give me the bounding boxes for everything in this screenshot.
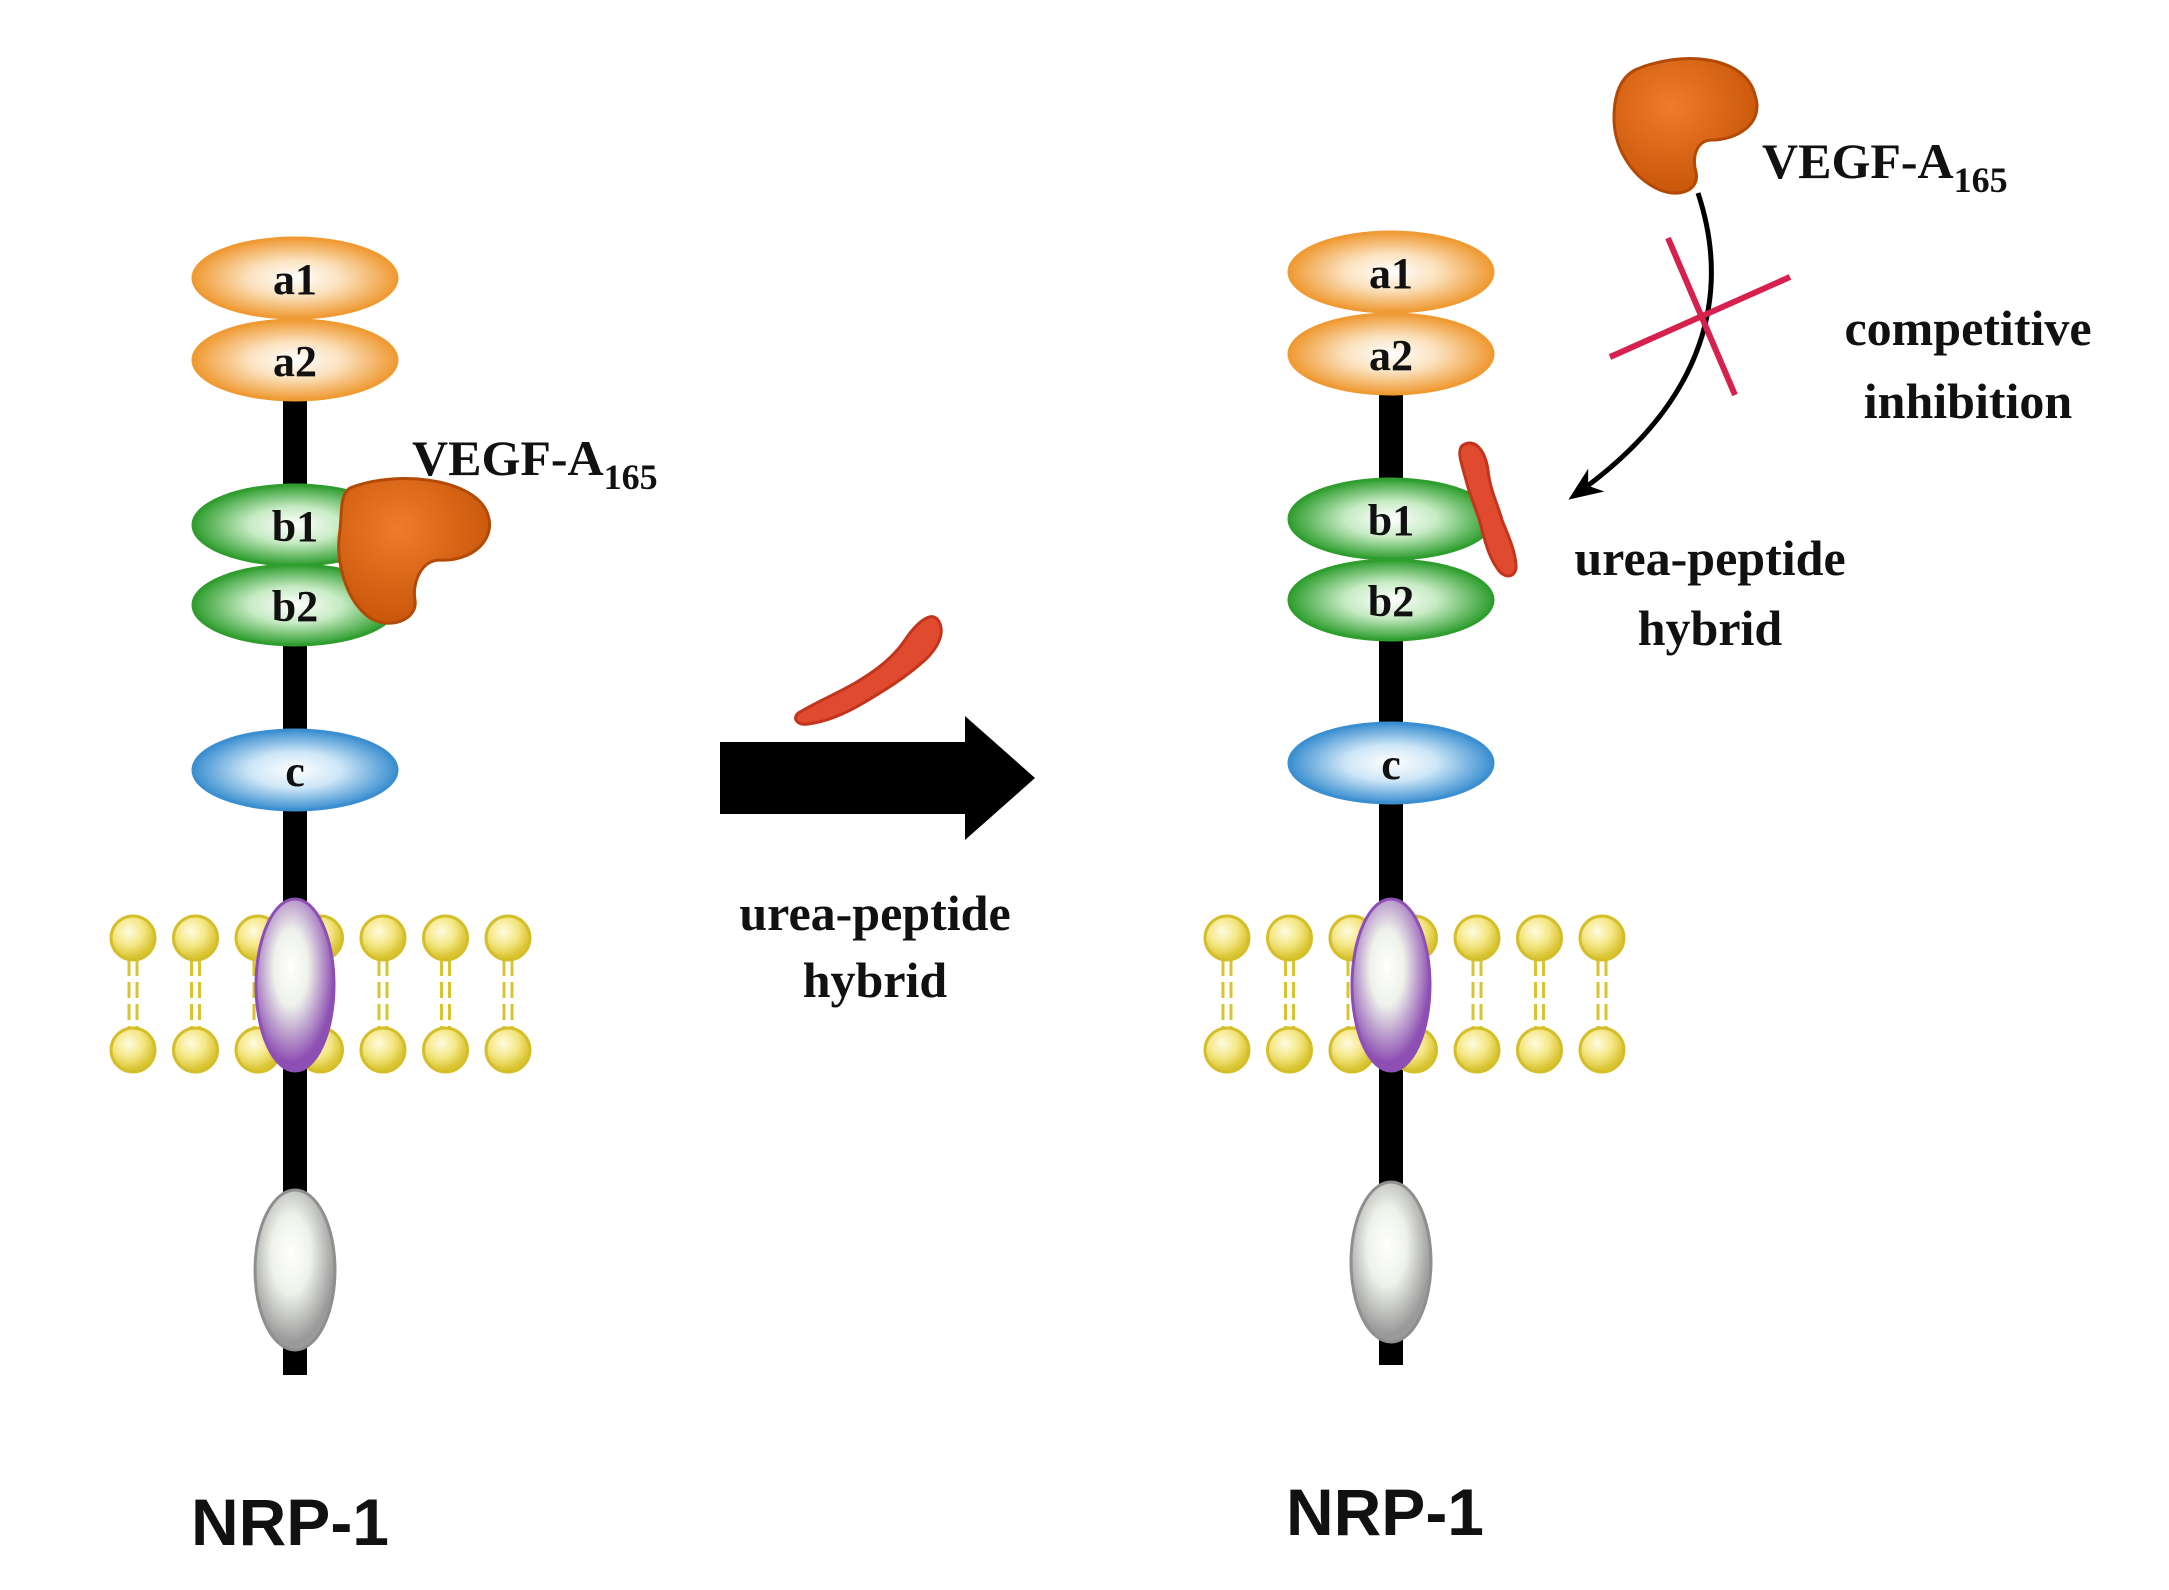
arrow-label-line1: urea-peptide	[739, 885, 1010, 941]
peptide-label-line1: urea-peptide	[1574, 530, 1845, 586]
left-domain-a2-label: a2	[273, 337, 317, 386]
left-vegf-ligand	[337, 477, 492, 625]
right-domain-b1: b1	[1287, 477, 1495, 561]
free-peptide	[794, 615, 943, 726]
treatment-arrow-group: urea-peptide hybrid	[720, 615, 1035, 1008]
left-domain-c-label: c	[285, 747, 305, 796]
arrow-label-line2: hybrid	[803, 952, 948, 1008]
right-domain-a1: a1	[1287, 230, 1495, 314]
right-domain-a2: a2	[1287, 312, 1495, 396]
right-domain-b2: b2	[1287, 558, 1495, 642]
right-domain-a2-label: a2	[1369, 331, 1413, 380]
right-intracellular-domain	[1349, 1180, 1433, 1344]
left-intracellular-domain	[253, 1188, 337, 1352]
right-transmembrane-domain	[1350, 897, 1432, 1073]
treatment-arrow	[720, 716, 1035, 840]
left-domain-b2-label: b2	[272, 582, 318, 631]
left-domain-a1: a1	[191, 236, 399, 320]
right-domain-c: c	[1287, 721, 1495, 805]
inhibition-cross-icon	[1608, 236, 1792, 397]
left-receptor-label: NRP-1	[191, 1485, 389, 1559]
phospholipid	[359, 914, 407, 1074]
right-receptor-label: NRP-1	[1286, 1475, 1484, 1549]
left-domain-a1-label: a1	[273, 255, 317, 304]
right-vegf-label-main: VEGF-A	[1762, 133, 1954, 189]
phospholipid	[109, 914, 157, 1074]
blocked-binding-arrow	[1568, 192, 1714, 500]
left-domain-b1-label: b1	[272, 502, 318, 551]
left-transmembrane-domain	[254, 897, 336, 1073]
right-domain-b1-label: b1	[1368, 496, 1414, 545]
right-vegf-ligand	[1612, 57, 1759, 195]
right-domain-b2-label: b2	[1368, 577, 1414, 626]
left-receptor: a1 a2 b1 b2 c VEGF-A165 NRP-1	[109, 236, 658, 1559]
phospholipid	[172, 914, 219, 1074]
phospholipid	[1453, 914, 1501, 1074]
inhibition-label-line1: competitive	[1844, 300, 2091, 356]
right-domain-c-label: c	[1381, 740, 1401, 789]
phospholipid	[1578, 914, 1626, 1074]
right-domain-a1-label: a1	[1369, 249, 1413, 298]
left-vegf-label: VEGF-A165	[412, 430, 658, 497]
right-vegf-label: VEGF-A165	[1762, 133, 2008, 200]
phospholipid	[422, 914, 469, 1074]
peptide-label-line2: hybrid	[1638, 600, 1783, 656]
phospholipid	[484, 914, 532, 1074]
phospholipid	[1203, 914, 1251, 1074]
bound-peptide	[1458, 441, 1518, 578]
phospholipid	[1516, 914, 1563, 1074]
left-vegf-label-sub: 165	[604, 457, 658, 497]
right-receptor: a1 a2 b1 b2 c VEGF-A165 competitive inhi…	[1203, 57, 2092, 1549]
left-vegf-label-main: VEGF-A	[412, 430, 604, 486]
phospholipid	[1266, 914, 1313, 1074]
left-domain-c: c	[191, 728, 399, 812]
left-domain-a2: a2	[191, 318, 399, 402]
inhibition-label-line2: inhibition	[1864, 373, 2073, 429]
right-vegf-label-sub: 165	[1954, 160, 2008, 200]
